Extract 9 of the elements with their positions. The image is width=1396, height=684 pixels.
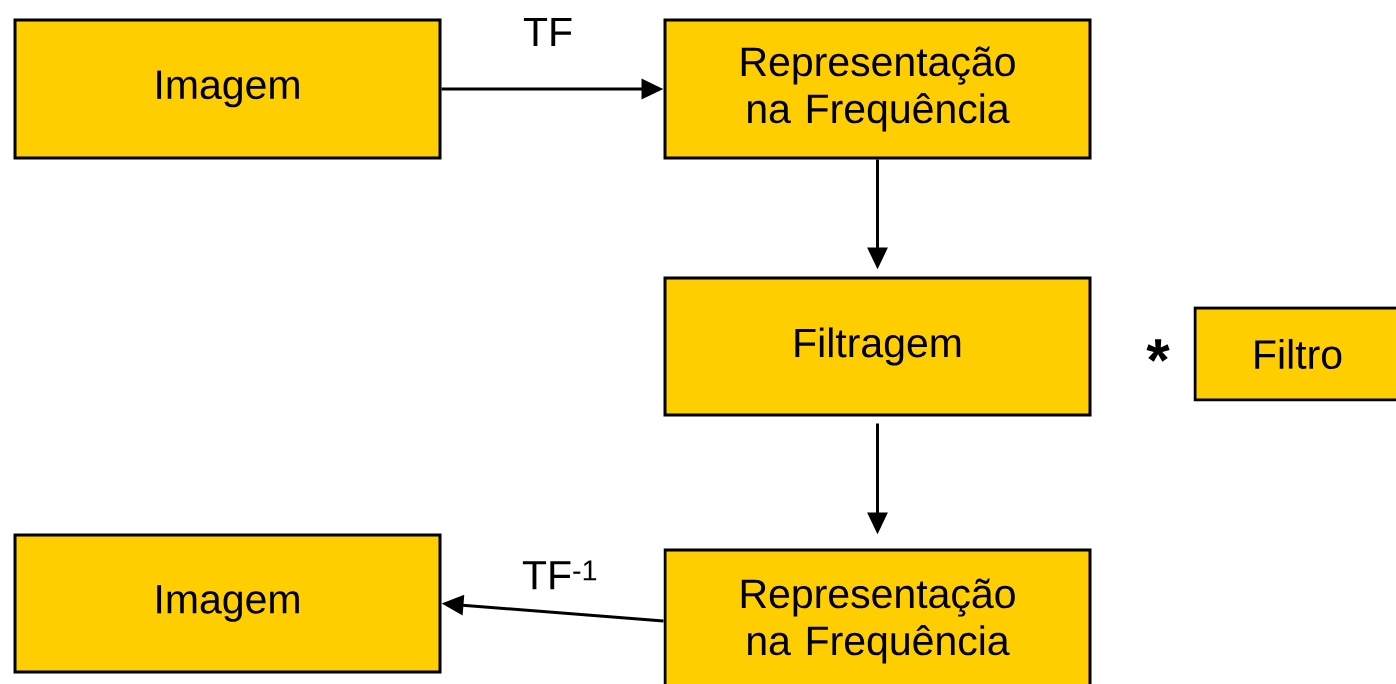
operator-symbol: * <box>1146 339 1170 362</box>
process-box: Imagem <box>13 533 442 674</box>
process-box: Representação na Frequência <box>663 548 1092 684</box>
process-box: Filtragem <box>663 276 1092 417</box>
edge-label: TF <box>521 16 575 48</box>
process-box: Representação na Frequência <box>663 18 1092 160</box>
process-box: Imagem <box>13 18 442 160</box>
edge-label: TF$^{-1}$ <box>520 559 600 591</box>
process-box: Filtro <box>1193 306 1396 402</box>
